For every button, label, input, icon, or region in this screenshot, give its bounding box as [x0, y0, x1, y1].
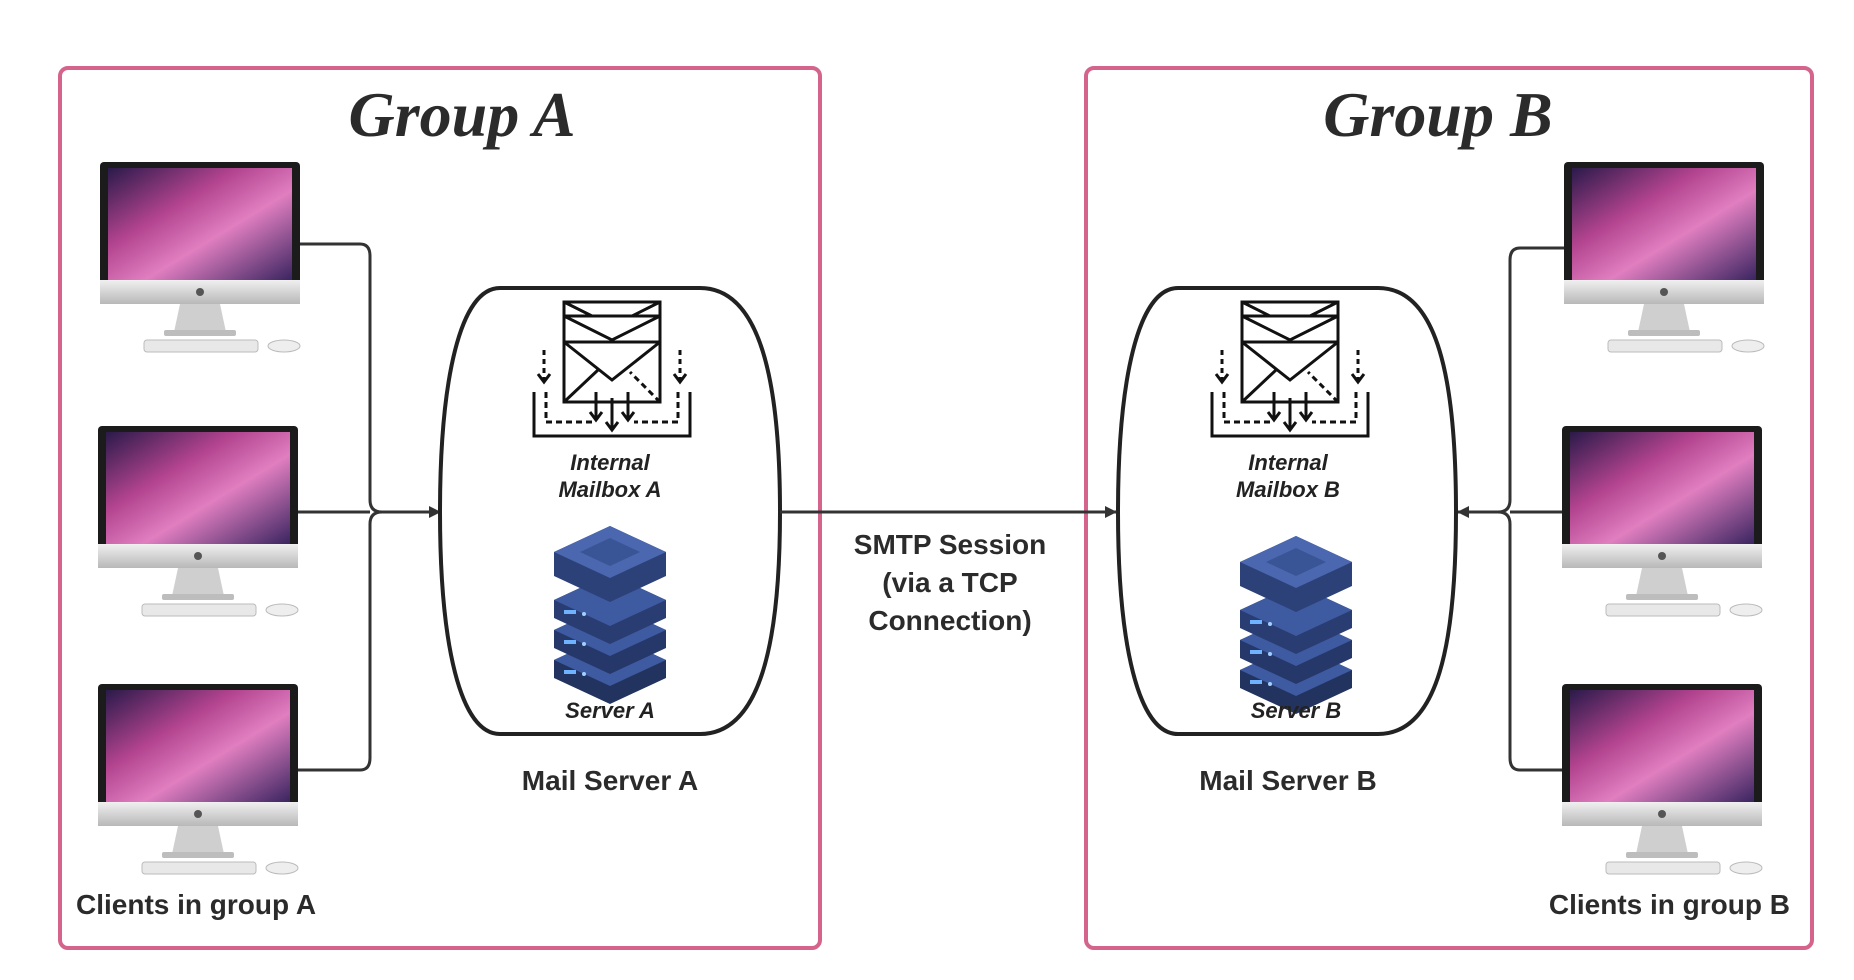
- server-b-stack-icon: [1240, 536, 1352, 714]
- client-a3-imac-icon: [97, 683, 299, 875]
- group-b-title: Group B: [1323, 79, 1552, 150]
- smtp-label-line3: Connection): [868, 605, 1031, 636]
- group-a-title: Group A: [348, 79, 575, 150]
- client-a1-imac-icon: [99, 161, 301, 353]
- server-a-stack-icon: [554, 526, 666, 704]
- client-b3-imac-icon: [1561, 683, 1763, 875]
- client-a2-imac-icon: [97, 425, 299, 617]
- mailbox-b-label-line2: Mailbox B: [1236, 477, 1340, 502]
- mailbox-b-label-line1: Internal: [1248, 450, 1328, 475]
- server-b-label: Server B: [1251, 698, 1342, 723]
- client-b2-imac-icon: [1561, 425, 1763, 617]
- server-a-label: Server A: [565, 698, 655, 723]
- smtp-label-line2: (via a TCP: [882, 567, 1017, 598]
- group-b-box: [1084, 66, 1814, 950]
- clients-group-b-label: Clients in group B: [1549, 889, 1790, 920]
- mail-server-b-capsule: [1115, 286, 1459, 736]
- clients-group-a-label: Clients in group A: [76, 889, 316, 920]
- group-b-connectors: [1457, 246, 1564, 772]
- client-b1-imac-icon: [1563, 161, 1765, 353]
- group-a-connectors: [298, 242, 441, 772]
- mailbox-a-label-line2: Mailbox A: [558, 477, 661, 502]
- mail-server-a-caption: Mail Server A: [522, 765, 698, 796]
- mail-server-b-caption: Mail Server B: [1199, 765, 1376, 796]
- group-a-box: [58, 66, 822, 950]
- smtp-label-line1: SMTP Session: [854, 529, 1046, 560]
- mailbox-a-label-line1: Internal: [570, 450, 650, 475]
- mail-server-a-capsule: [437, 286, 783, 736]
